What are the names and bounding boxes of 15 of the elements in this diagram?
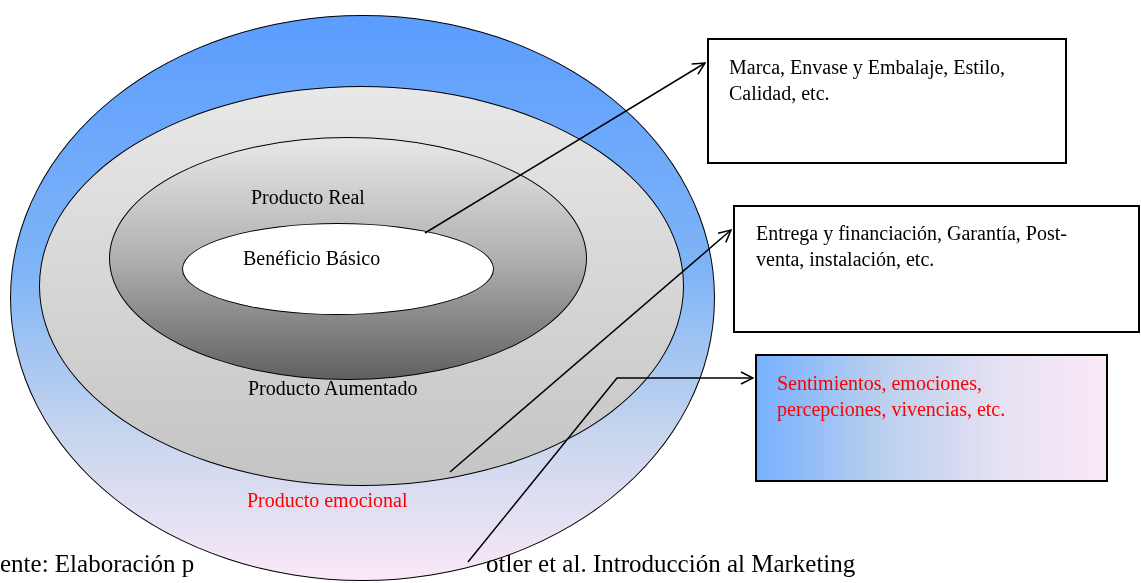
caption-text: otler et al. Introducción al Marketing [486,549,856,579]
node-text: Sentimientos, emociones, percepciones, vivencias, etc. [777,371,1007,422]
node-text: Producto Real [251,185,365,210]
text-box [733,205,1140,333]
node-text: Marca, Envase y Embalaje, Estilo, Calidad, etc. [729,55,1006,106]
node-text: Producto Aumentado [248,376,418,401]
node-text: Benéficio Básico [243,246,381,271]
node-text: Entrega y financiación, Garantía, Post-venta, instalación, etc. [756,221,1068,272]
caption-text: ente: Elaboración p [0,549,195,579]
arrow [449,229,732,473]
node-text: Producto emocional [247,488,408,513]
arrow [467,371,754,563]
text-box [707,38,1067,164]
text-box [755,354,1108,482]
arrow [424,62,706,234]
